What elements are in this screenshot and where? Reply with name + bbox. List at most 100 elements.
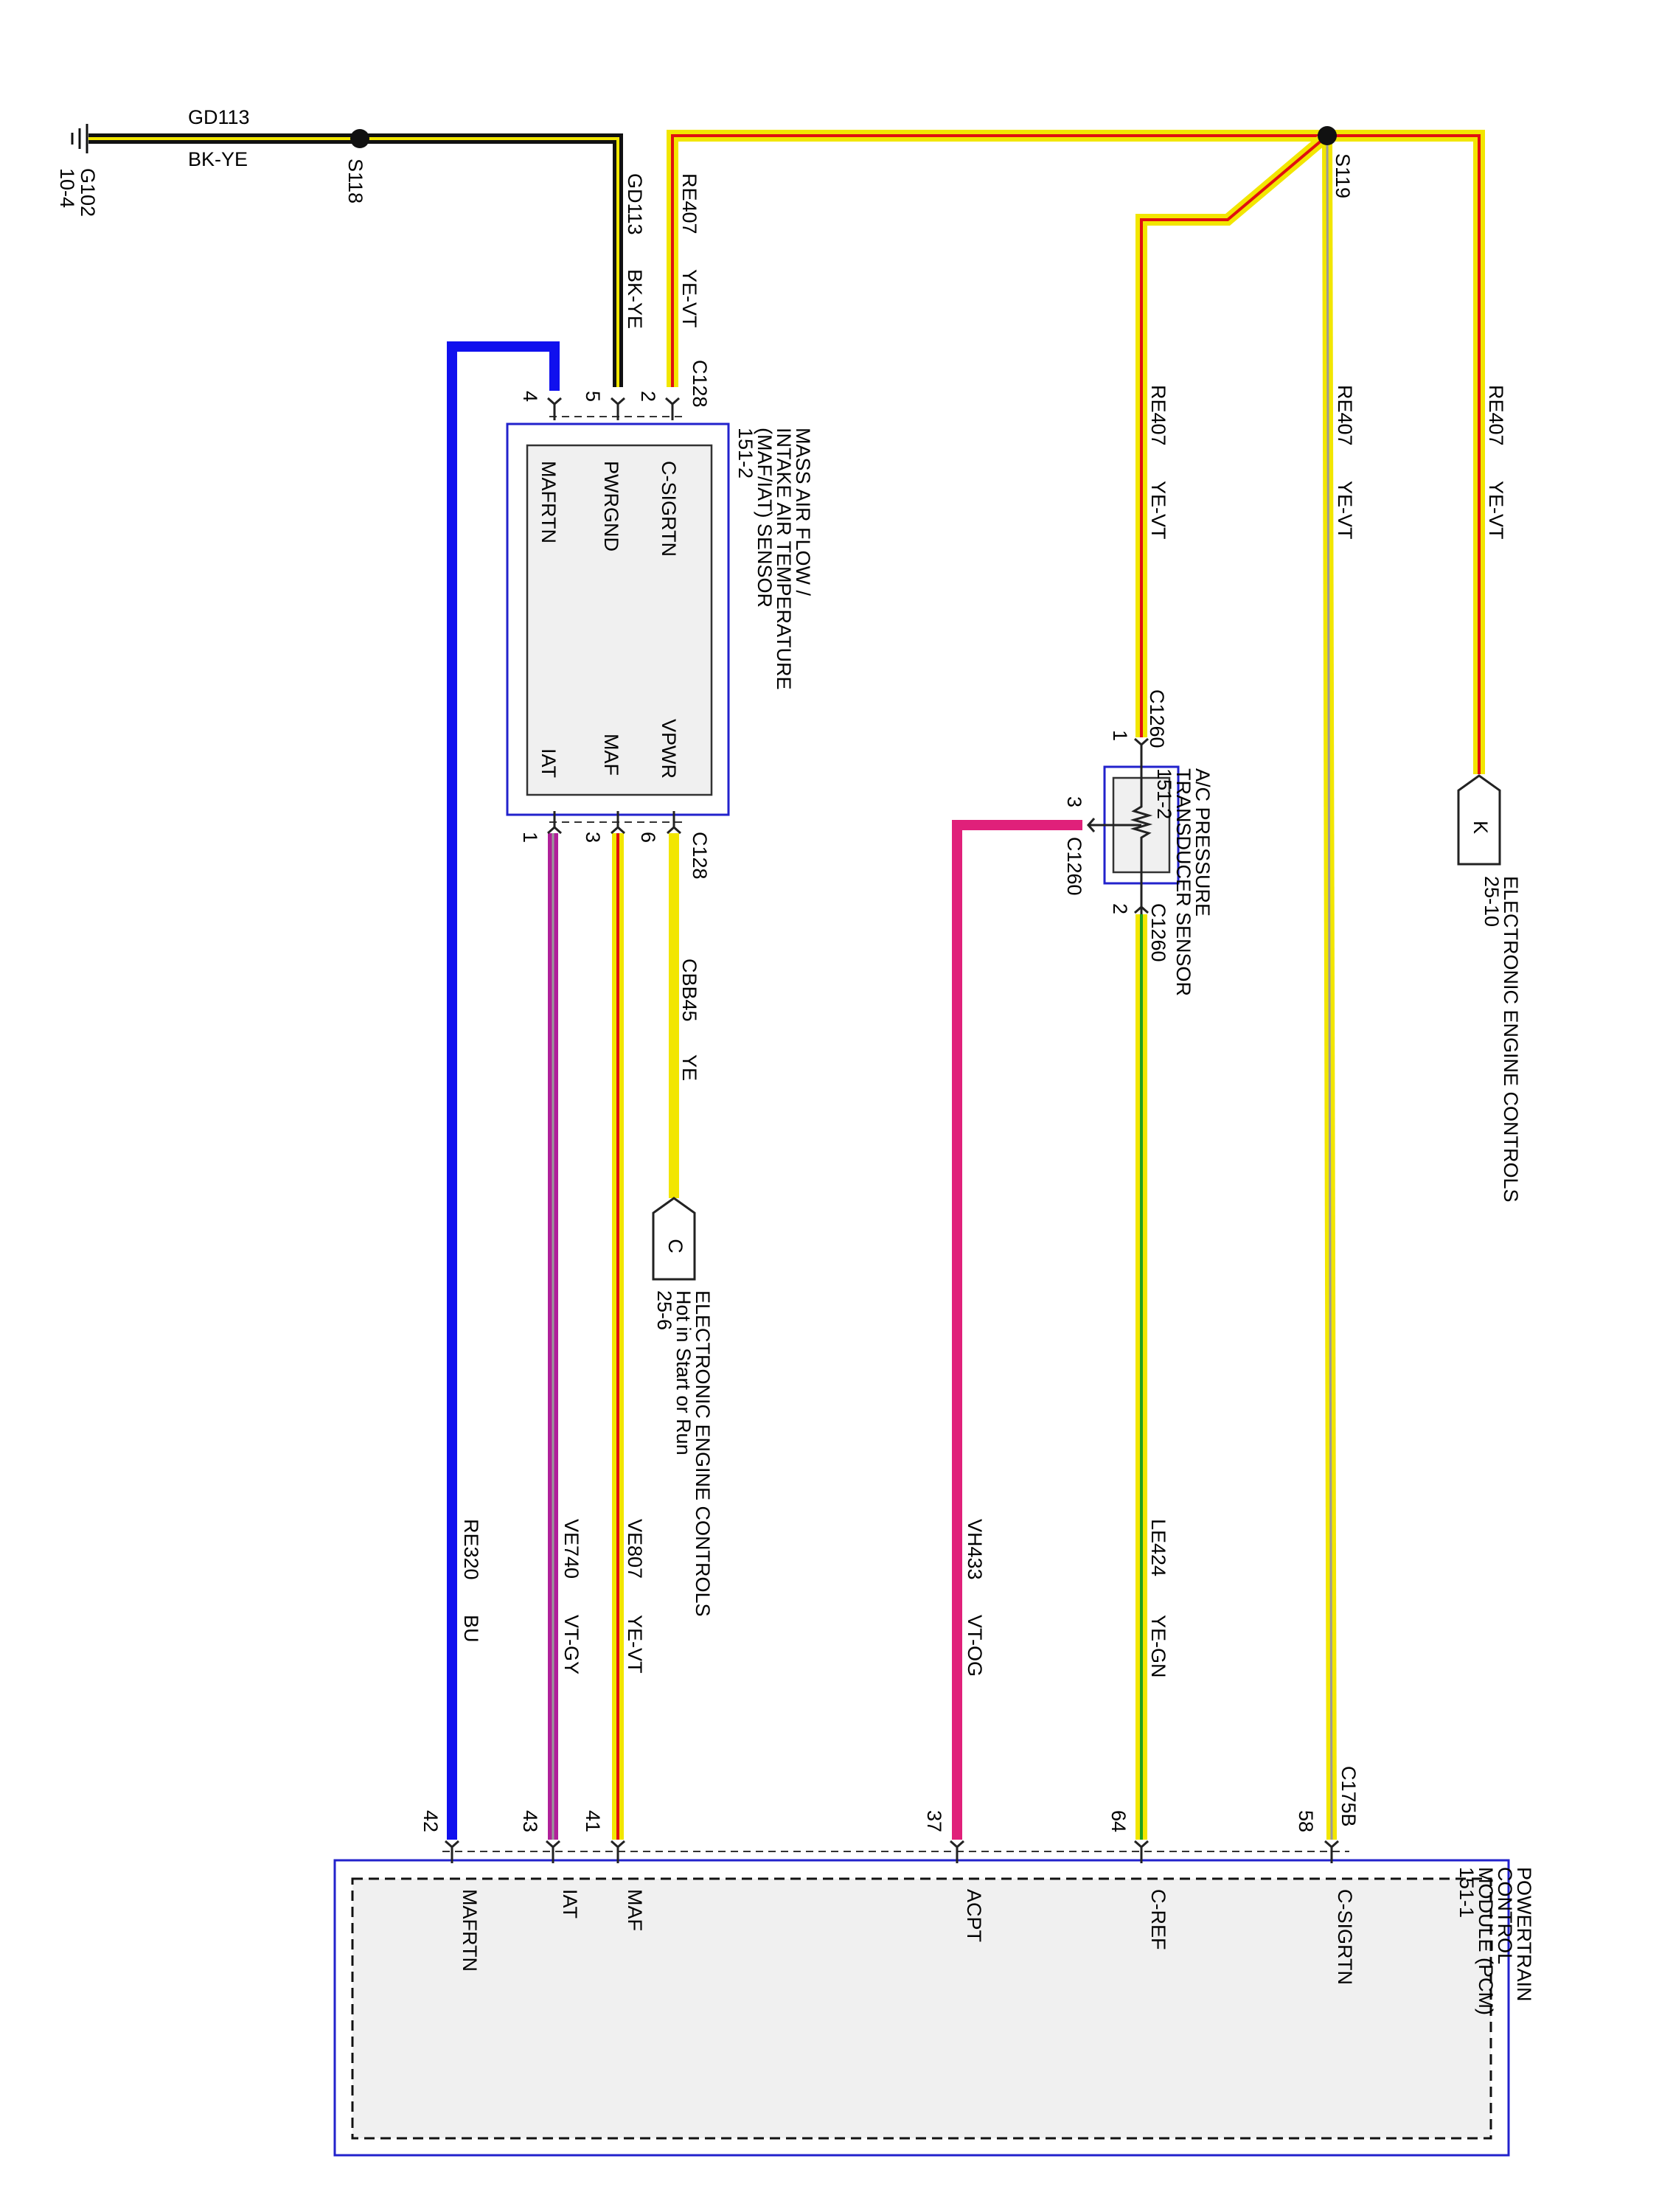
maf-title-2: INTAKE AIR TEMPERATURE: [773, 428, 795, 690]
ground-wire-color: BK-YE: [188, 148, 248, 170]
ve740-color: VT-GY: [560, 1615, 582, 1674]
gd113-vert-color: BK-YE: [624, 269, 646, 329]
le424-circuit: LE424: [1147, 1519, 1169, 1576]
maf-pin-label-pwrgnd: PWRGND: [600, 461, 622, 552]
maf-title-3: (MAF/IAT) SENSOR: [754, 428, 776, 608]
splice-s119-label: S119: [1332, 153, 1354, 198]
ac-pin-2-num: 2: [1109, 903, 1131, 914]
maf-pin-label-mafrtn: MAFRTN: [538, 461, 560, 543]
re407-c128-circuit: RE407: [678, 173, 700, 234]
ref-c-line-2: Hot in Start or Run: [672, 1290, 695, 1455]
wire-re407-k: [1327, 130, 1485, 774]
ac-pressure-sensor: [1088, 745, 1180, 914]
wire-vh433: [952, 820, 1082, 1840]
vh433-color: VT-OG: [964, 1615, 986, 1677]
pcm-pin-43-terminal: [546, 1840, 560, 1863]
ac-c1260-bottom: C1260: [1147, 903, 1169, 962]
splice-s118-dot: [350, 129, 369, 148]
re407-k-color: YE-VT: [1485, 481, 1507, 540]
gd113-vert-circuit: GD113: [624, 173, 646, 235]
pcm-title-1: POWERTRAIN: [1513, 1867, 1535, 2002]
pcm-label-iat: IAT: [559, 1889, 581, 1919]
pcm-title-3: MODULE (PCM): [1475, 1867, 1497, 2015]
ac-pin-1-terminal: [1134, 737, 1149, 761]
wire-re407-ac: [1135, 131, 1332, 737]
maf-pin-2-num: 2: [637, 391, 659, 402]
vh433-circuit: VH433: [964, 1519, 986, 1580]
maf-top-pin-5-terminal: [611, 397, 625, 420]
ac-pin-2-terminal: [1134, 891, 1149, 914]
pcm-label-maf: MAF: [624, 1889, 646, 1931]
maf-pin-4-num: 4: [519, 391, 541, 402]
ac-c1260-top: C1260: [1146, 689, 1168, 748]
ref-k-line-1: ELECTRONIC ENGINE CONTROLS: [1500, 876, 1522, 1203]
maf-title-4: 151-2: [734, 428, 757, 479]
ref-k-letter: K: [1470, 821, 1492, 834]
wire-re407-c128: [667, 130, 1327, 387]
maf-top-pin-2-terminal: [665, 397, 680, 420]
splice-s118-label: S118: [344, 159, 366, 204]
ref-k-line-2: 25-10: [1481, 876, 1503, 927]
pcm-pin-42-terminal: [445, 1840, 459, 1863]
ac-pin-1-num: 1: [1109, 730, 1131, 741]
maf-pin-5-num: 5: [582, 391, 604, 402]
ac-title-1: A/C PRESSURE: [1192, 768, 1214, 917]
pcm-pin-37-num: 37: [923, 1810, 945, 1832]
ac-pin-3-terminal: [1086, 818, 1096, 832]
ref-c-line-1: ELECTRONIC ENGINE CONTROLS: [692, 1290, 714, 1617]
wire-re320: [447, 341, 560, 1840]
maf-top-pin-4-terminal: [547, 397, 562, 420]
pcm-pin-41-terminal: [611, 1840, 625, 1863]
maf-pin-3-num: 3: [582, 832, 604, 843]
pcm-pin-41-num: 41: [582, 1810, 604, 1832]
maf-pin-6-num: 6: [637, 832, 659, 843]
pcm-pin-37-terminal: [950, 1840, 964, 1863]
le424-color: YE-GN: [1147, 1615, 1169, 1678]
re407-pcm-color: YE-VT: [1334, 481, 1356, 540]
ve807-color: YE-VT: [624, 1615, 646, 1674]
pcm-label-mafrtn: MAFRTN: [459, 1889, 481, 1972]
maf-pin-1-num: 1: [519, 832, 541, 843]
pcm-pin-64-num: 64: [1107, 1810, 1130, 1832]
maf-bot-pin-3-terminal: [611, 811, 625, 835]
maf-pin-label-iat: IAT: [538, 748, 560, 778]
ground-wire-circuit: GD113: [188, 106, 250, 128]
pcm-title-2: CONTROL: [1494, 1867, 1516, 1964]
ve807-circuit: VE807: [624, 1519, 646, 1579]
pcm-pin-58-terminal: [1324, 1840, 1339, 1863]
maf-bot-pin-1-terminal: [547, 811, 562, 835]
ac-c1260-side: C1260: [1063, 837, 1085, 896]
pin-terminals: [445, 397, 1339, 1863]
pcm-label-acpt: ACPT: [963, 1889, 985, 1942]
pcm-pin-42-num: 42: [420, 1810, 442, 1832]
re407-c128-color: YE-VT: [678, 269, 700, 328]
ref-arrow-c[interactable]: C: [652, 1197, 696, 1281]
re407-ac-circuit: RE407: [1147, 385, 1169, 446]
ref-c-letter: C: [664, 1239, 686, 1253]
maf-pin-label-maf: MAF: [600, 734, 622, 776]
splice-s119-dot: [1318, 126, 1337, 145]
ref-arrow-k[interactable]: K: [1457, 774, 1501, 866]
pcm-connector-label: C175B: [1338, 1766, 1360, 1827]
ref-c-line-3: 25-6: [653, 1290, 675, 1330]
pcm-module: [333, 1851, 1510, 2157]
ground-symbol: [71, 124, 88, 153]
cbb45-color: YE: [678, 1054, 700, 1081]
ac-title-2: TRANSDUCER SENSOR: [1172, 768, 1194, 996]
maf-title-1: MASS AIR FLOW /: [792, 428, 814, 597]
ground-id: G102: [77, 168, 99, 217]
wire-re407-pcm: [1322, 135, 1337, 1840]
pcm-title-4: 151-1: [1455, 1867, 1478, 1918]
pcm-label-csigrtn: C-SIGRTN: [1334, 1889, 1356, 1985]
c128-top-label: C128: [689, 360, 711, 408]
re320-color: BU: [460, 1615, 482, 1643]
re320-circuit: RE320: [460, 1519, 482, 1580]
pcm-label-cref: C-REF: [1147, 1889, 1169, 1950]
maf-pin-label-vpwr: VPWR: [658, 719, 680, 779]
ve740-circuit: VE740: [560, 1519, 582, 1579]
re407-pcm-circuit: RE407: [1334, 385, 1356, 446]
ac-title-3: 151-2: [1153, 768, 1175, 819]
pcm-pin-43-num: 43: [519, 1810, 541, 1832]
cbb45-circuit: CBB45: [678, 959, 700, 1022]
